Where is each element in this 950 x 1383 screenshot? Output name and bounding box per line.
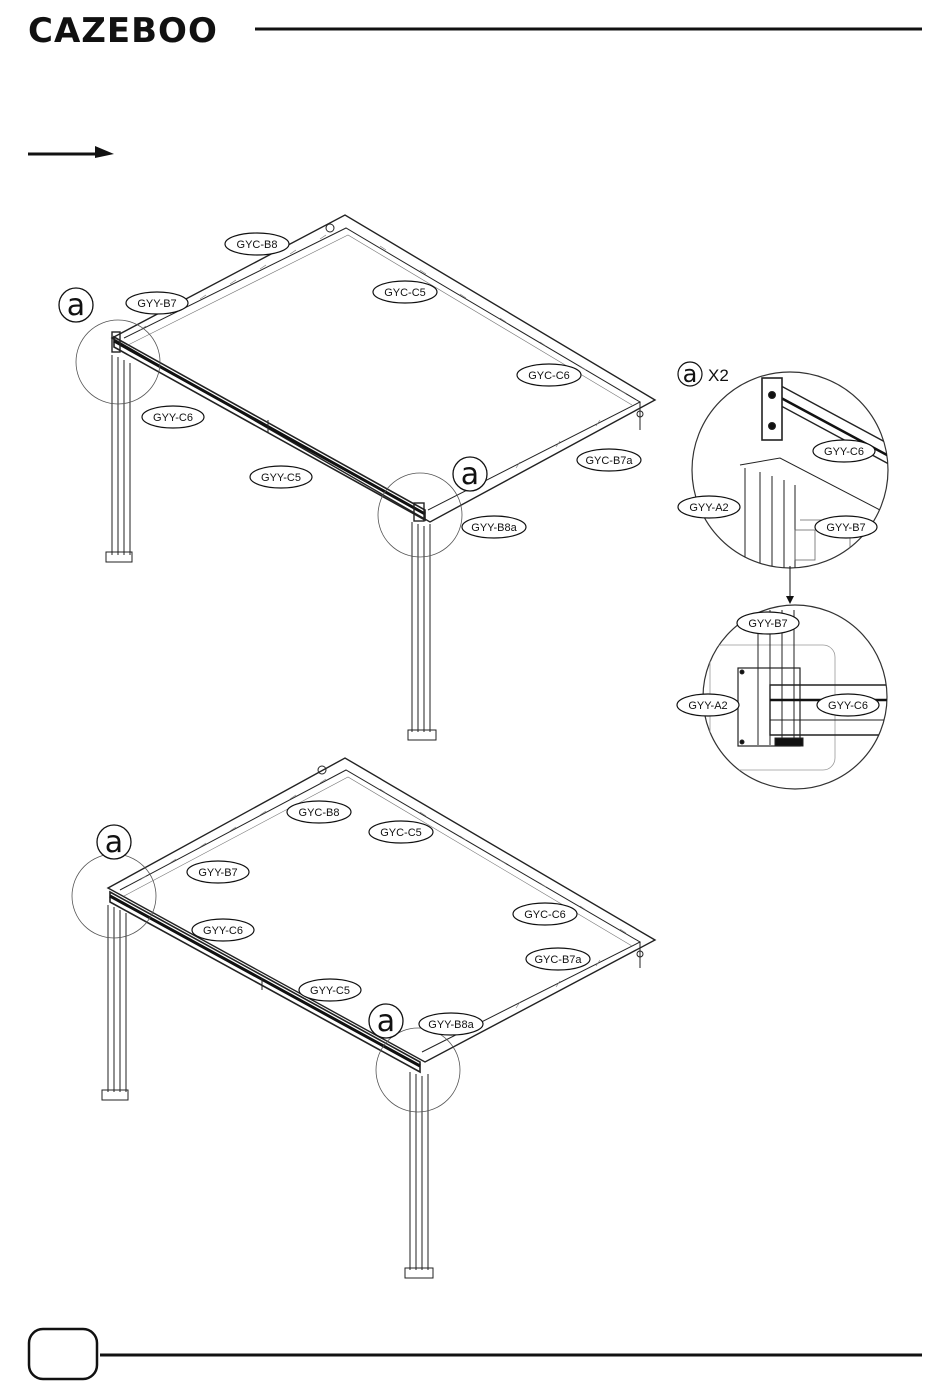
svg-text:GYY-B7: GYY-B7 bbox=[198, 867, 237, 879]
detail-arrow-icon bbox=[786, 566, 794, 604]
part-tag: GYY-C6 bbox=[192, 919, 254, 941]
part-tag: GYY-C5 bbox=[250, 466, 312, 488]
svg-text:GYY-B7: GYY-B7 bbox=[748, 618, 787, 630]
part-tag: GYY-B7 bbox=[187, 861, 249, 883]
footer bbox=[29, 1329, 922, 1379]
post-right bbox=[410, 1072, 428, 1270]
svg-text:GYY-C6: GYY-C6 bbox=[153, 412, 193, 424]
post-left bbox=[108, 905, 126, 1092]
svg-text:GYC-B7a: GYC-B7a bbox=[534, 954, 582, 966]
svg-text:GYY-C6: GYY-C6 bbox=[828, 700, 868, 712]
svg-text:GYY-B8a: GYY-B8a bbox=[428, 1019, 474, 1031]
page-number-box bbox=[29, 1329, 97, 1379]
svg-text:GYC-C6: GYC-C6 bbox=[528, 370, 570, 382]
svg-text:GYY-C6: GYY-C6 bbox=[203, 925, 243, 937]
callout-circle-right bbox=[378, 473, 462, 557]
part-tag: GYC-B7a bbox=[526, 948, 590, 970]
svg-text:GYC-C5: GYC-C5 bbox=[380, 827, 422, 839]
callout-a: a bbox=[377, 1004, 395, 1039]
svg-text:GYY-B7: GYY-B7 bbox=[137, 298, 176, 310]
svg-text:GYY-A2: GYY-A2 bbox=[688, 700, 727, 712]
part-tag: GYY-C5 bbox=[299, 979, 361, 1001]
detail-a-letter: a bbox=[683, 360, 698, 388]
header: CAZEBOO bbox=[28, 11, 922, 51]
callout-a: a bbox=[105, 825, 123, 860]
part-tag: GYC-C6 bbox=[517, 364, 581, 386]
svg-text:GYC-C5: GYC-C5 bbox=[384, 287, 426, 299]
detail-lower: GYY-B7 GYY-A2 GYY-C6 bbox=[677, 605, 890, 789]
post-left bbox=[112, 355, 130, 555]
svg-text:GYY-B7: GYY-B7 bbox=[826, 522, 865, 534]
svg-text:GYY-A2: GYY-A2 bbox=[689, 502, 728, 514]
step-arrow-icon bbox=[28, 146, 114, 158]
svg-text:GYY-B8a: GYY-B8a bbox=[471, 522, 517, 534]
part-tag: GYC-C5 bbox=[369, 821, 433, 843]
detail-upper: GYY-C6 GYY-A2 GYY-B7 bbox=[678, 372, 900, 580]
svg-text:GYC-B8: GYC-B8 bbox=[299, 807, 340, 819]
part-tag: GYY-B8a bbox=[419, 1013, 483, 1035]
part-tag: GYC-B8 bbox=[287, 801, 351, 823]
svg-text:GYC-B7a: GYC-B7a bbox=[585, 455, 633, 467]
part-tag: GYY-C6 bbox=[142, 406, 204, 428]
part-tag: GYY-C6 bbox=[813, 440, 875, 462]
part-tag: GYC-B8 bbox=[225, 233, 289, 255]
svg-text:GYC-B8: GYC-B8 bbox=[237, 239, 278, 251]
svg-text:GYY-C5: GYY-C5 bbox=[261, 472, 301, 484]
post-right bbox=[412, 522, 430, 732]
part-tag: GYC-C6 bbox=[513, 903, 577, 925]
svg-text:GYY-C5: GYY-C5 bbox=[310, 985, 350, 997]
part-tag: GYY-A2 bbox=[678, 496, 740, 518]
part-tag: GYY-B7 bbox=[126, 292, 188, 314]
part-tag: GYY-C6 bbox=[817, 694, 879, 716]
callout-a: a bbox=[67, 288, 85, 323]
pergola-diagram-bottom bbox=[72, 758, 655, 1278]
part-tag: GYY-B7 bbox=[737, 612, 799, 634]
part-tags-bottom: GYC-B8 GYC-C5 GYY-B7 GYY-C6 GYC-C6 GYC-B… bbox=[187, 801, 590, 1035]
part-tag: GYC-B7a bbox=[577, 449, 641, 471]
part-tag: GYY-B8a bbox=[462, 516, 526, 538]
svg-text:GYC-C6: GYC-C6 bbox=[524, 909, 566, 921]
part-tag: GYY-A2 bbox=[677, 694, 739, 716]
part-tag: GYY-B7 bbox=[815, 516, 877, 538]
part-tag: GYC-C5 bbox=[373, 281, 437, 303]
callout-a: a bbox=[461, 457, 479, 492]
detail-multiplier: X2 bbox=[708, 366, 729, 385]
brand-logo: CAZEBOO bbox=[28, 11, 218, 51]
svg-text:GYY-C6: GYY-C6 bbox=[824, 446, 864, 458]
